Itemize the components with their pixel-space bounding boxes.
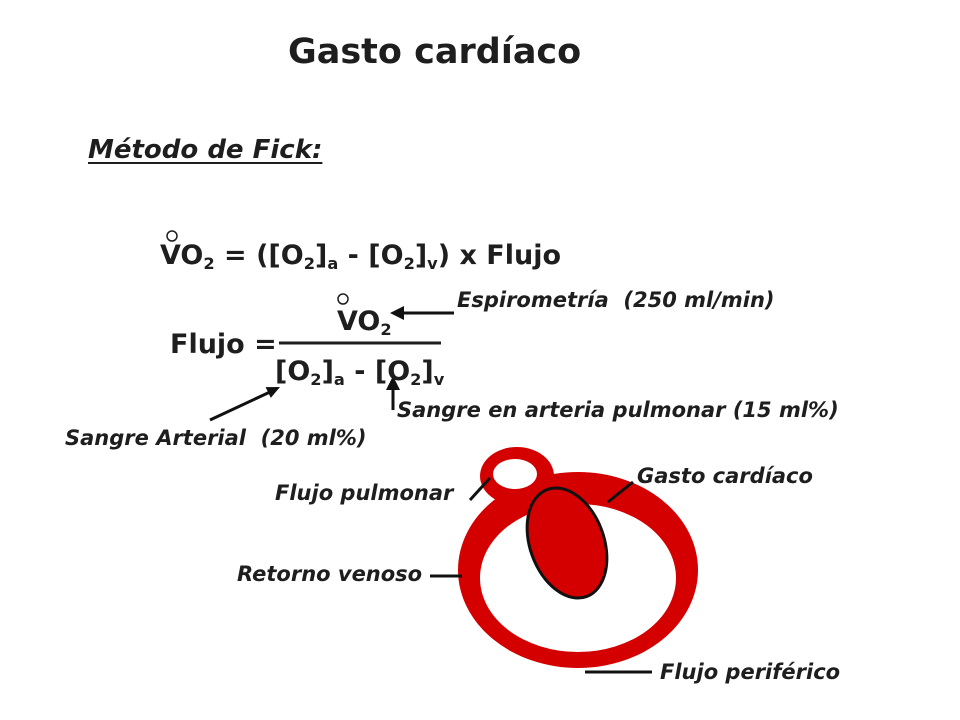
circulation-diagram	[458, 447, 698, 668]
formula-subscript: 2	[310, 369, 322, 389]
vo2-formula: VO2 = ([O2]a - [O2]v) x Flujo	[160, 240, 562, 271]
formula-term: ]	[321, 356, 334, 387]
flow-formula-numerator: VO2	[337, 306, 392, 337]
pulmonary-flow-label: Flujo pulmonar	[275, 481, 454, 505]
flow-formula-lhs: Flujo =	[170, 329, 277, 360]
formula-term: VO	[337, 306, 381, 337]
formula-subscript: a	[327, 253, 339, 273]
pulmonary-circulation-ring-inner	[493, 459, 537, 489]
venous-return-label: Retorno venoso	[237, 562, 423, 586]
formula-term: - [O	[344, 356, 411, 387]
pulmonary-flow-pointer	[468, 476, 492, 502]
formula-subscript: a	[333, 369, 345, 389]
arterial-blood-label: Sangre Arterial (20 ml%)	[65, 426, 367, 450]
spirometry-label: Espirometría (250 ml/min)	[457, 288, 775, 312]
pulmonary-artery-blood-label: Sangre en arteria pulmonar (15 ml%)	[397, 398, 839, 422]
flow-formula-denominator: [O2]a - [O2]v	[275, 356, 444, 387]
heart-shape	[525, 486, 609, 600]
arterial-blood-arrow-icon	[209, 387, 280, 422]
slide-title: Gasto cardíaco	[288, 32, 582, 72]
peripheral-flow-label: Flujo periférico	[660, 660, 841, 684]
formula-term: [O	[275, 356, 311, 387]
formula-term: ]	[414, 240, 428, 271]
formula-subscript: 2	[203, 253, 215, 273]
formula-subscript: 2	[403, 253, 415, 273]
formula-term: ]	[421, 356, 434, 387]
pulmonary-artery-arrow-icon	[386, 376, 400, 410]
formula-subscript: 2	[380, 319, 392, 339]
formula-term: ]	[314, 240, 328, 271]
formula-term: ) x Flujo	[437, 240, 562, 271]
formula-subscript: 2	[303, 253, 315, 273]
formula-subscript: 2	[410, 369, 422, 389]
formula-term: = ([O	[214, 240, 304, 271]
spirometry-arrow-icon	[390, 306, 454, 320]
vo2-dot-icon	[166, 230, 178, 242]
formula-subscript: v	[427, 253, 438, 273]
cardiac-output-label: Gasto cardíaco	[637, 464, 813, 488]
formula-subscript: v	[433, 369, 445, 389]
method-heading: Método de Fick:	[88, 135, 323, 165]
numerator-vo2-dot-icon	[337, 293, 349, 305]
formula-term: - [O	[338, 240, 404, 271]
cardiac-output-pointer	[607, 480, 634, 504]
formula-term: VO	[160, 240, 204, 271]
